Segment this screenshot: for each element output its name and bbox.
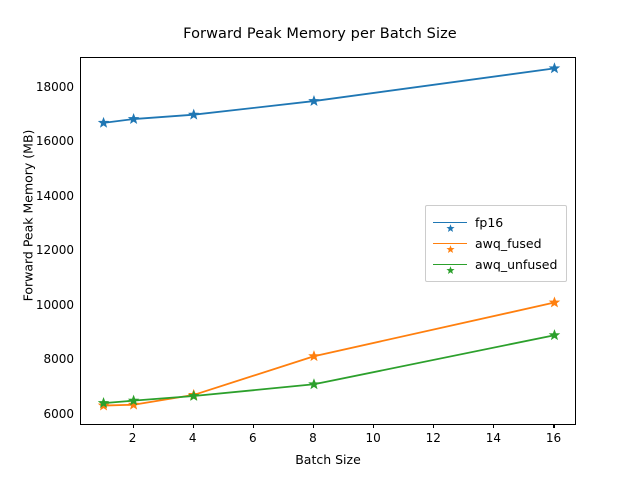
marker-awq_fused xyxy=(127,398,140,410)
line-awq_fused xyxy=(102,301,556,407)
y-tick-label: 18000 xyxy=(35,79,74,94)
y-tick-label: 8000 xyxy=(43,352,74,367)
x-tick-label: 14 xyxy=(485,431,501,445)
line-awq_unfused xyxy=(102,334,556,404)
y-tick: 16000 xyxy=(0,134,84,148)
legend-item-awq_unfused[interactable]: awq_unfused xyxy=(433,254,557,275)
x-tick-mark xyxy=(252,424,254,429)
y-tick-label: 12000 xyxy=(35,243,74,258)
x-tick-label: 16 xyxy=(545,431,562,445)
x-tick-label: 12 xyxy=(425,431,441,445)
x-tick-mark xyxy=(433,424,435,429)
legend-swatch-awq_unfused xyxy=(433,258,467,274)
x-tick-mark xyxy=(373,424,375,429)
y-tick: 18000 xyxy=(0,80,84,94)
y-tick: 8000 xyxy=(0,352,84,366)
legend-line-icon xyxy=(433,221,467,224)
y-tick: 14000 xyxy=(0,189,84,203)
star-icon xyxy=(446,239,455,253)
series-canvas xyxy=(97,62,561,411)
marker-awq_unfused xyxy=(127,394,140,406)
series-awq_fused xyxy=(97,296,561,411)
star-icon xyxy=(446,218,455,232)
marker-fp16 xyxy=(308,95,320,106)
marker-awq_fused xyxy=(308,350,320,362)
line-fp16 xyxy=(102,67,556,124)
x-tick-label: 10 xyxy=(365,431,381,445)
marker-awq_unfused xyxy=(97,397,110,409)
y-tick-label: 6000 xyxy=(43,406,74,421)
x-tick-mark xyxy=(553,424,555,429)
marker-awq_unfused xyxy=(187,389,200,401)
y-tick-label: 16000 xyxy=(35,134,74,149)
x-tick-label: 2 xyxy=(128,431,137,445)
y-tick: 12000 xyxy=(0,243,84,257)
y-tick-label: 14000 xyxy=(35,188,74,203)
legend-label: fp16 xyxy=(475,215,504,230)
marker-awq_unfused xyxy=(548,329,561,341)
marker-fp16 xyxy=(187,108,200,120)
y-tick: 6000 xyxy=(0,407,84,421)
x-tick-mark xyxy=(493,424,495,429)
chart-title: Forward Peak Memory per Batch Size xyxy=(183,26,457,42)
y-tick-label: 10000 xyxy=(35,297,74,312)
marker-fp16 xyxy=(97,116,110,128)
series-awq_unfused xyxy=(97,329,561,409)
star-icon xyxy=(446,260,455,274)
marker-awq_unfused xyxy=(308,378,320,390)
y-axis-label: Forward Peak Memory (MB) xyxy=(20,129,36,302)
legend-item-awq_fused[interactable]: awq_fused xyxy=(433,233,557,254)
marker-fp16 xyxy=(127,113,140,124)
legend-swatch-awq_fused xyxy=(433,237,467,253)
x-tick-mark xyxy=(132,424,134,429)
x-tick-mark xyxy=(312,424,315,429)
legend-label: awq_fused xyxy=(475,236,542,251)
marker-awq_fused xyxy=(548,296,561,308)
legend-line-icon xyxy=(433,242,467,245)
y-tick: 10000 xyxy=(0,298,84,312)
marker-fp16 xyxy=(548,62,561,74)
x-tick-mark xyxy=(192,424,194,429)
legend-item-fp16[interactable]: fp16 xyxy=(433,212,557,233)
legend-line-icon xyxy=(433,263,467,266)
x-axis-label: Batch Size xyxy=(295,452,361,467)
x-tick-label: 6 xyxy=(249,431,257,445)
x-tick-label: 4 xyxy=(188,431,197,445)
legend-swatch-fp16 xyxy=(433,216,467,232)
legend-label: awq_unfused xyxy=(475,257,558,272)
legend[interactable]: fp16 awq_fused awq_unfused xyxy=(425,205,568,282)
series-fp16 xyxy=(97,62,561,128)
x-tick-label: 8 xyxy=(309,431,317,445)
